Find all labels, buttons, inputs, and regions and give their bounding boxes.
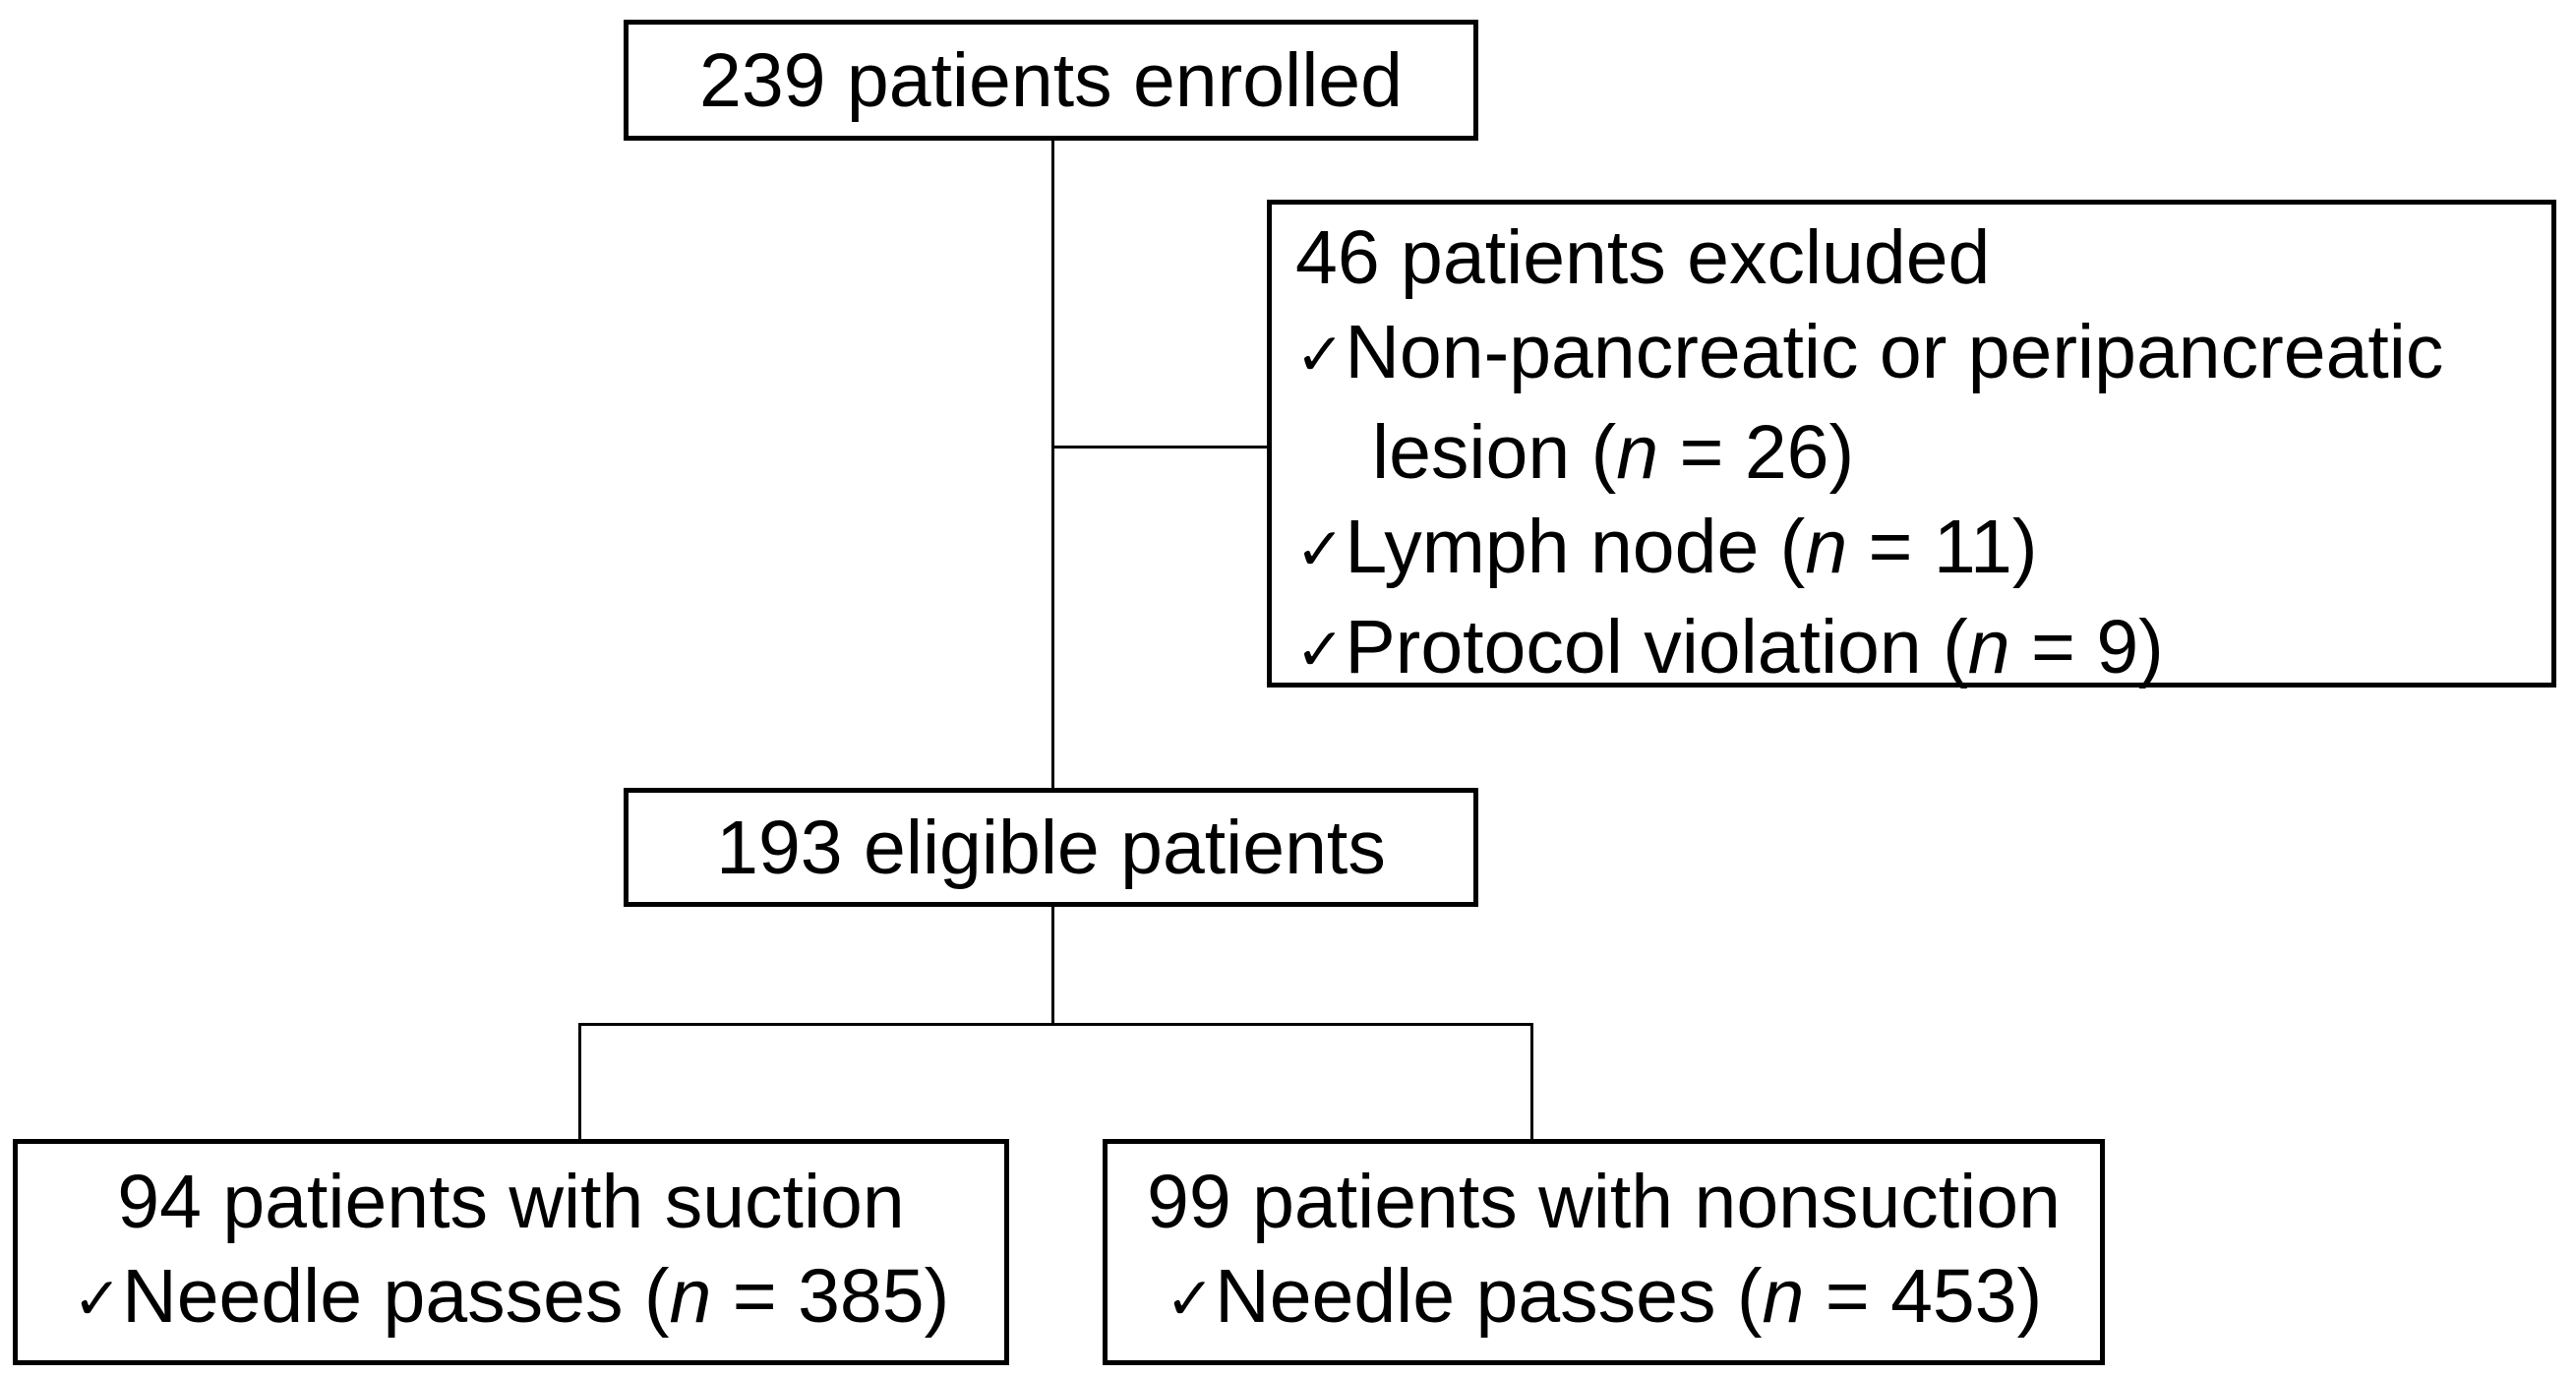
suction-count-label: 94 patients with suction bbox=[117, 1160, 905, 1244]
checkmark-icon: ✓ bbox=[72, 1266, 123, 1332]
connector-drop-to-suction bbox=[578, 1023, 581, 1139]
connector-enrolled-to-eligible bbox=[1051, 141, 1054, 788]
checkmark-icon: ✓ bbox=[1295, 516, 1346, 582]
eligible-box: 193 eligible patients bbox=[624, 788, 1478, 907]
n-variable: n bbox=[1967, 605, 2010, 689]
suction-arm-box: 94 patients with suction ✓Needle passes … bbox=[13, 1139, 1009, 1365]
excluded-item-lesion-line2: lesion (n = 26) bbox=[1372, 410, 1855, 495]
excluded-item-protocol-violation: ✓Protocol violation (n = 9) bbox=[1295, 605, 2164, 689]
enrolled-label: 239 patients enrolled bbox=[699, 37, 1403, 123]
checkmark-icon: ✓ bbox=[1295, 617, 1346, 683]
connector-drop-to-nonsuction bbox=[1530, 1023, 1533, 1139]
suction-needle-passes-label: ✓Needle passes (n = 385) bbox=[72, 1254, 950, 1339]
excluded-title: 46 patients excluded bbox=[1295, 215, 1991, 300]
n-variable: n bbox=[1616, 410, 1659, 495]
nonsuction-count-label: 99 patients with nonsuction bbox=[1147, 1160, 2061, 1244]
nonsuction-arm-box: 99 patients with nonsuction ✓Needle pass… bbox=[1103, 1139, 2105, 1365]
checkmark-icon: ✓ bbox=[1295, 322, 1346, 388]
n-variable: n bbox=[669, 1254, 712, 1339]
connector-eligible-to-split bbox=[1051, 907, 1054, 1026]
connector-split-horizontal bbox=[578, 1023, 1533, 1026]
excluded-item-lesion-line1: Non-pancreatic or peripancreatic bbox=[1345, 310, 2444, 394]
connector-branch-to-excluded bbox=[1051, 446, 1267, 449]
n-variable: n bbox=[1762, 1254, 1805, 1339]
eligible-label: 193 eligible patients bbox=[716, 805, 1386, 890]
nonsuction-needle-passes-label: ✓Needle passes (n = 453) bbox=[1165, 1254, 2043, 1339]
excluded-box: 46 patients excluded ✓Non-pancreatic or … bbox=[1267, 200, 2556, 689]
checkmark-icon: ✓ bbox=[1165, 1266, 1216, 1332]
n-variable: n bbox=[1805, 505, 1848, 589]
excluded-item-lesion: ✓Non-pancreatic or peripancreatic lesion… bbox=[1295, 305, 2534, 500]
excluded-item-lymph-node: ✓Lymph node (n = 11) bbox=[1295, 505, 2038, 589]
enrolled-box: 239 patients enrolled bbox=[624, 20, 1478, 141]
